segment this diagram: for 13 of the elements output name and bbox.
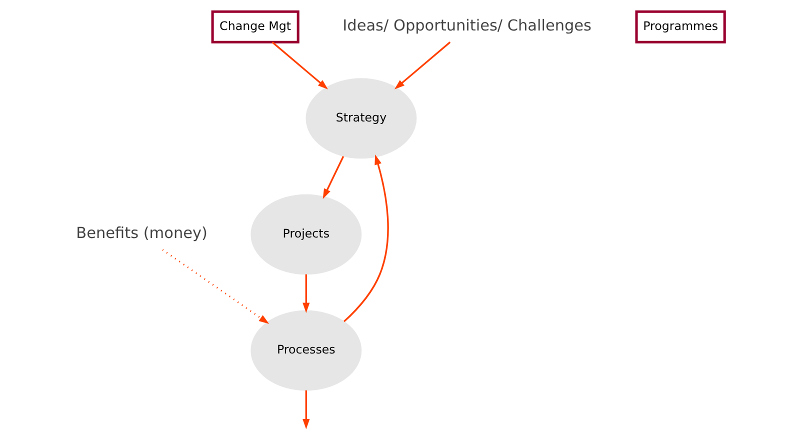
node-box: Programmes <box>635 10 726 44</box>
node-text: Benefits (money) <box>76 224 208 242</box>
node-box: Change Mgt <box>211 10 300 44</box>
arrow <box>302 390 310 430</box>
arrow <box>302 274 310 313</box>
arrow <box>272 42 328 90</box>
arrow <box>322 156 344 199</box>
node-ellipse: Projects <box>250 194 362 275</box>
arrow <box>394 42 451 90</box>
node-ellipse: Processes <box>250 310 362 391</box>
node-text: Ideas/ Opportunities/ Challenges <box>342 16 592 35</box>
arrow <box>344 154 389 322</box>
arrow <box>162 249 270 324</box>
